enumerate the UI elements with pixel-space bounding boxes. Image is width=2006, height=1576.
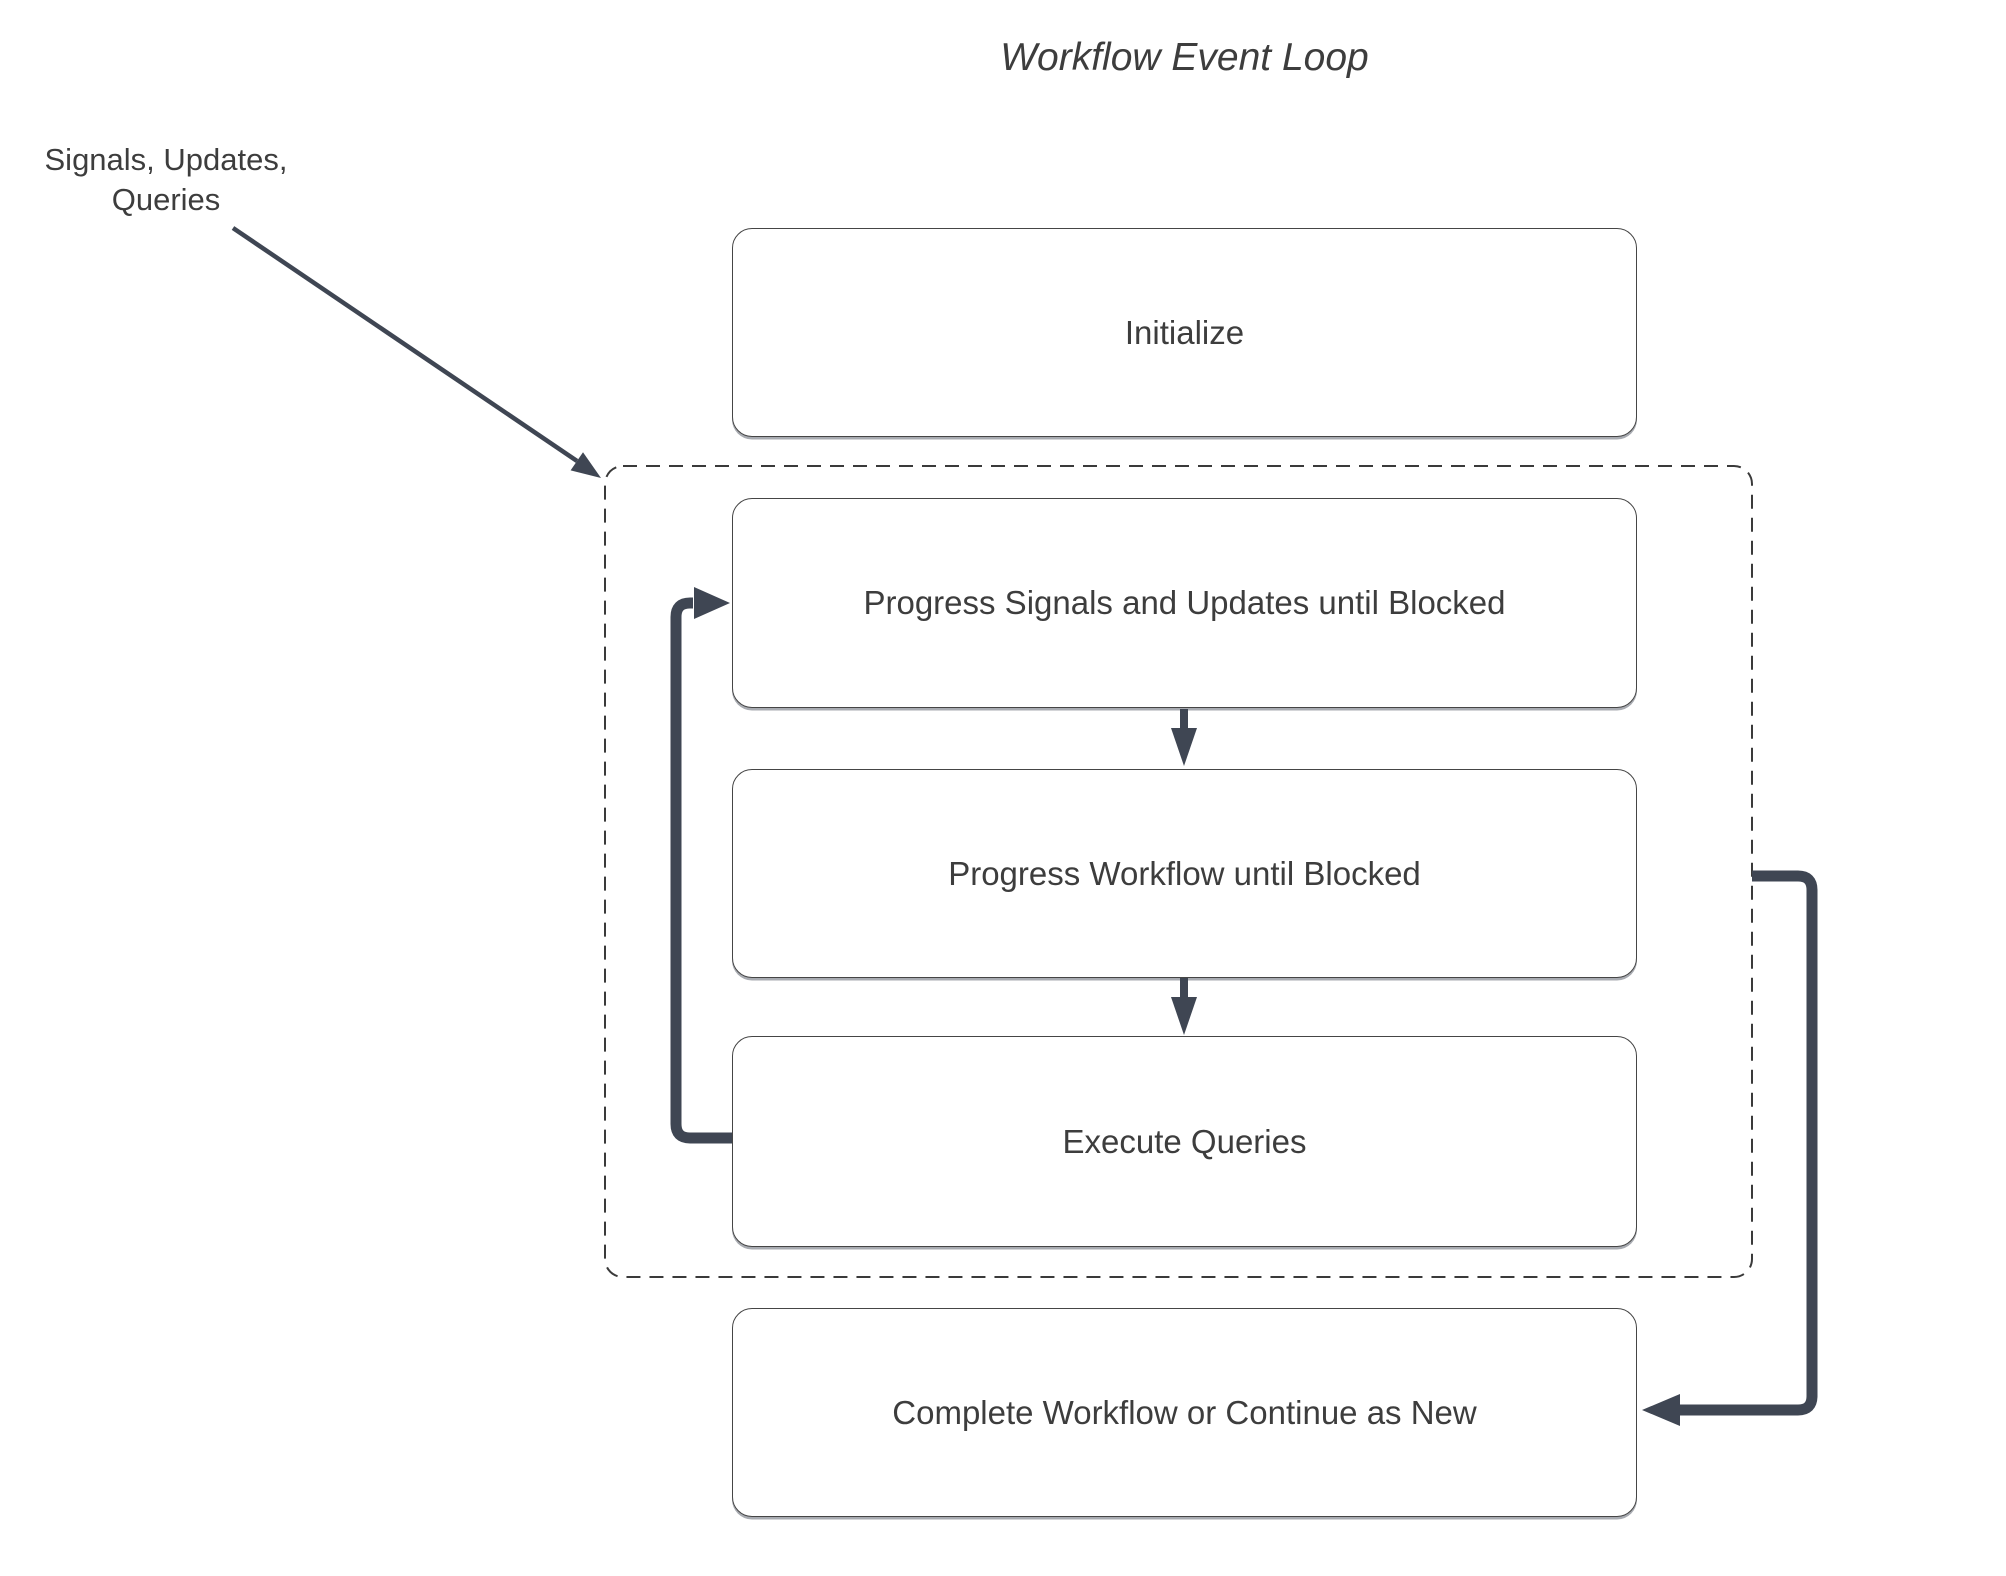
external-events-label-line1: Signals, Updates,: [44, 142, 288, 177]
node-initialize: Initialize: [732, 228, 1637, 437]
node-initialize-label: Initialize: [1124, 313, 1245, 351]
diagram-title: Workflow Event Loop: [1000, 36, 1369, 79]
node-complete-workflow: Complete Workflow or Continue as New: [732, 1308, 1637, 1517]
node-progress-signals-updates: Progress Signals and Updates until Block…: [732, 498, 1637, 708]
external-events-label-line2: Queries: [111, 182, 221, 217]
node-progress-signals-updates-label: Progress Signals and Updates until Block…: [863, 584, 1506, 621]
arrow-queries-loop-back: [670, 587, 732, 1144]
signals-input-arrow: [231, 226, 601, 478]
node-execute-queries: Execute Queries: [732, 1036, 1637, 1247]
arrow-signals-to-workflow: [1171, 709, 1197, 766]
node-execute-queries-label: Execute Queries: [1062, 1122, 1307, 1160]
arrow-loop-to-complete: [1642, 870, 1818, 1426]
node-progress-workflow-label: Progress Workflow until Blocked: [948, 854, 1421, 892]
arrow-workflow-to-queries: [1171, 978, 1197, 1035]
external-events-label: Signals, Updates, Queries: [18, 140, 314, 220]
node-complete-workflow-label: Complete Workflow or Continue as New: [892, 1393, 1477, 1431]
node-progress-workflow: Progress Workflow until Blocked: [732, 769, 1637, 978]
